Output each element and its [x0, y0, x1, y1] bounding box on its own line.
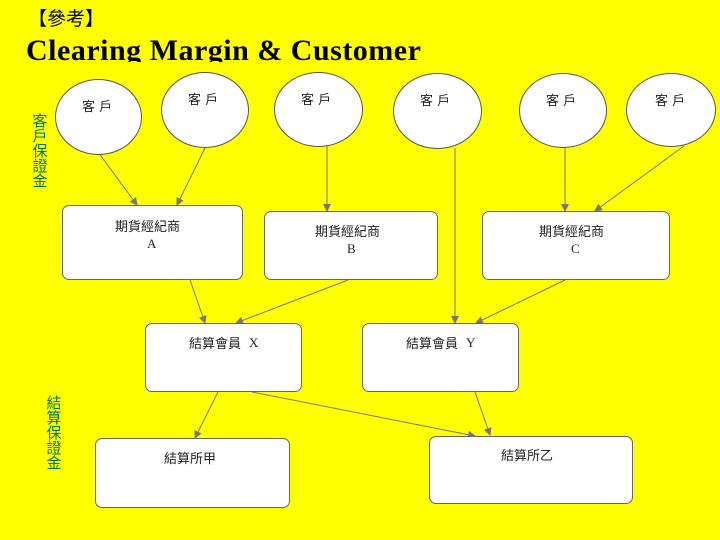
edge-member-y-house-yi: [474, 391, 492, 436]
edge-member-x-house-yi: [251, 391, 476, 439]
edge-broker-b-member-x: [235, 279, 349, 325]
broker-node-a: 期貨經紀商 A: [62, 205, 243, 280]
customer-node: 客 戶: [626, 73, 716, 147]
clearing-house-jia: 結算所甲: [95, 438, 290, 508]
edge-customer6-broker-c: [594, 145, 685, 212]
customer-margin-label: 客戶保證金: [32, 112, 48, 190]
clearing-margin-label: 結算保證金: [46, 394, 62, 472]
edge-customer2-broker-a: [176, 147, 206, 206]
reference-label: 【參考】: [28, 8, 105, 30]
edge-broker-a-member-x: [189, 279, 207, 324]
customer-node: 客 戶: [393, 73, 482, 149]
clearing-member-y: 結算會員 Y: [362, 323, 519, 392]
customer-node: 客 戶: [55, 79, 142, 155]
customer-node: 客 戶: [274, 72, 363, 147]
customer-node: 客 戶: [519, 73, 607, 148]
edge-member-x-house-jia: [194, 391, 219, 439]
customer-node: 客 戶: [161, 72, 249, 148]
broker-node-b: 期貨經紀商 B: [264, 211, 438, 280]
edge-broker-c-member-y: [475, 279, 566, 324]
clearing-house-yi: 結算所乙: [429, 436, 633, 504]
broker-node-c: 期貨經紀商 C: [482, 211, 670, 280]
page-title: Clearing Margin & Customer: [26, 34, 422, 62]
clearing-member-x: 結算會員 X: [145, 323, 302, 392]
edge-customer1-broker-a: [97, 151, 138, 206]
